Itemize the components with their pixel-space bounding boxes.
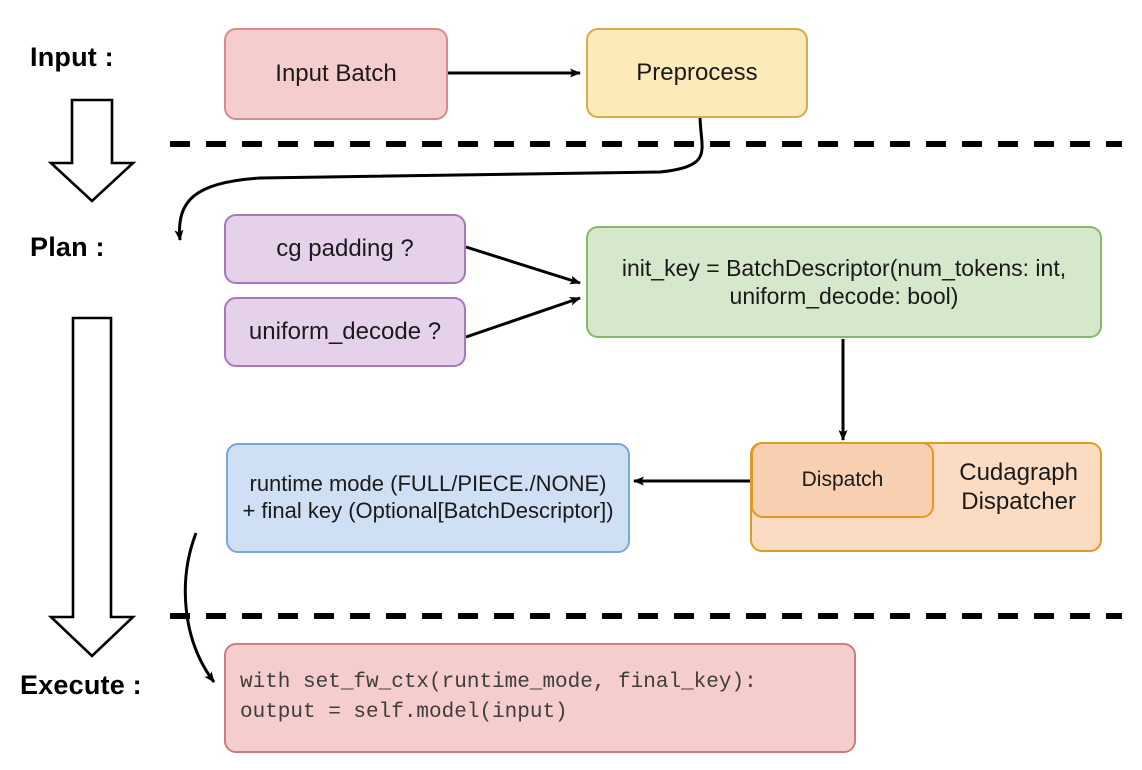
- node-preprocess[interactable]: Preprocess: [586, 28, 808, 118]
- cg-padding-to-init-key-arrow: [465, 245, 581, 285]
- node-runtime-mode[interactable]: runtime mode (FULL/PIECE./NONE) + final …: [226, 443, 630, 553]
- node-uniform-decode[interactable]: uniform_decode ?: [224, 297, 466, 367]
- node-dispatch[interactable]: Dispatch: [751, 442, 934, 518]
- node-init-key[interactable]: init_key = BatchDescriptor(num_tokens: i…: [586, 226, 1102, 338]
- node-input-batch[interactable]: Input Batch: [224, 28, 448, 120]
- stage-label-input: Input :: [30, 42, 114, 72]
- node-cg-padding[interactable]: cg padding ?: [224, 214, 466, 284]
- stage-label-plan: Plan :: [30, 232, 105, 262]
- node-code-block[interactable]: with set_fw_ctx(runtime_mode, final_key)…: [224, 643, 856, 753]
- stage-label-execute: Execute :: [20, 670, 142, 700]
- plan-to-execute-arrow: [47, 316, 137, 658]
- runtime-mode-to-code-block-arrow: [183, 532, 216, 683]
- input-to-plan-arrow: [47, 98, 137, 203]
- uniform-decode-to-init-key-arrow: [465, 296, 581, 339]
